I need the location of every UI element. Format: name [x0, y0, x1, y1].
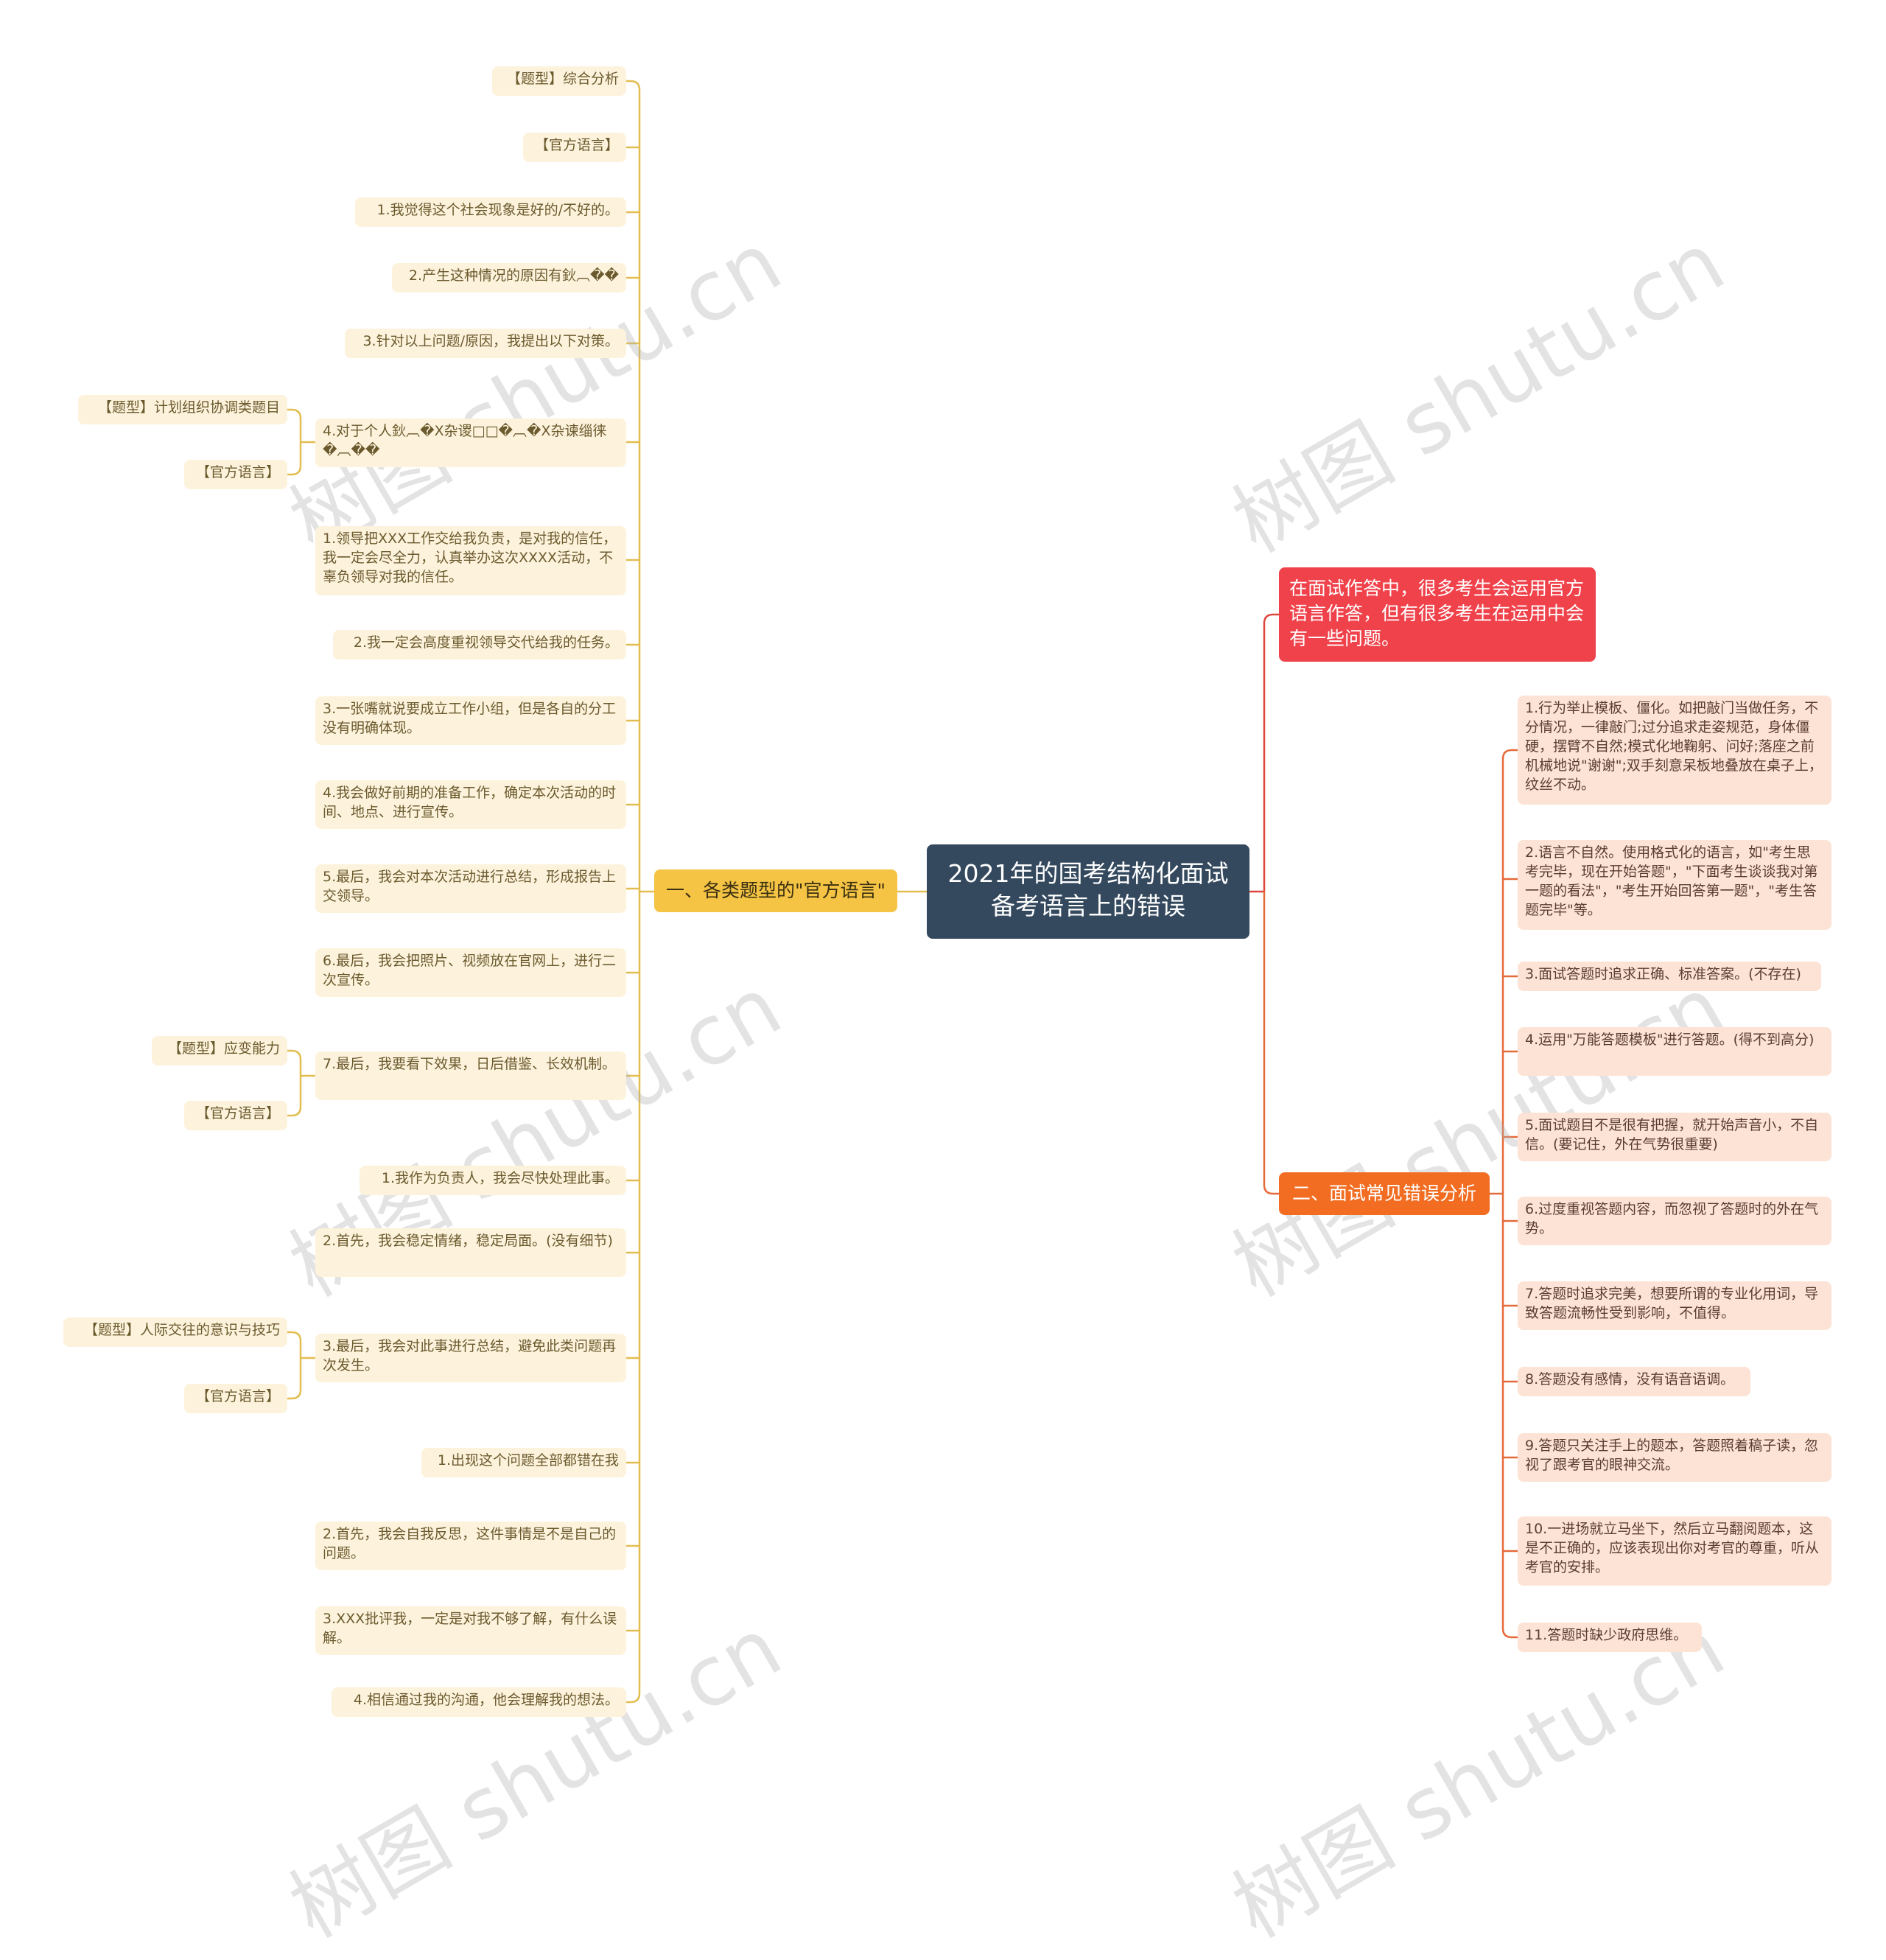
error-item[interactable]: 8.答题没有感情，没有语音语调。: [1518, 1367, 1750, 1396]
list-item[interactable]: 1.出现这个问题全部都错在我: [421, 1448, 626, 1477]
error-item[interactable]: 9.答题只关注手上的题本，答题照着稿子读，忽视了跟考官的眼神交流。: [1518, 1433, 1831, 1482]
list-item[interactable]: 1.我作为负责人，我会尽快处理此事。: [360, 1166, 626, 1195]
list-item[interactable]: 4.相信通过我的沟通，他会理解我的想法。: [332, 1687, 626, 1717]
list-item[interactable]: 2.产生这种情况的原因有鈥︹��: [392, 263, 626, 293]
intro-note[interactable]: 在面试作答中，很多考生会运用官方语言作答，但有很多考生在运用中会有一些问题。: [1279, 567, 1596, 662]
branch-official-language[interactable]: 一、各类题型的"官方语言": [654, 869, 897, 912]
list-item[interactable]: 3.XXX批评我，一定是对我不够了解，有什么误解。: [315, 1606, 626, 1655]
error-item[interactable]: 10.一进场就立马坐下，然后立马翻阅题本，这是不正确的，应该表现出你对考官的尊重…: [1518, 1516, 1831, 1586]
error-item[interactable]: 2.语言不自然。使用格式化的语言，如"考生思考完毕，现在开始答题"，"下面考生谈…: [1518, 840, 1831, 930]
list-item[interactable]: 【官方语言】: [523, 133, 626, 162]
error-item[interactable]: 5.面试题目不是很有把握，就开始声音小，不自信。(要记住，外在气势很重要): [1518, 1113, 1831, 1161]
error-item[interactable]: 4.运用"万能答题模板"进行答题。(得不到高分): [1518, 1027, 1831, 1076]
branch-common-errors[interactable]: 二、面试常见错误分析: [1279, 1172, 1490, 1215]
list-item[interactable]: 2.首先，我会稳定情绪，稳定局面。(没有细节): [315, 1228, 626, 1277]
list-item[interactable]: 3.一张嘴就说要成立工作小组，但是各自的分工没有明确体现。: [315, 696, 626, 745]
list-item[interactable]: 7.最后，我要看下效果，日后借鉴、长效机制。: [315, 1051, 626, 1100]
list-item[interactable]: 2.我一定会高度重视领导交代给我的任务。: [333, 630, 626, 659]
list-item[interactable]: 6.最后，我会把照片、视频放在官网上，进行二次宣传。: [315, 948, 626, 997]
sub-item[interactable]: 【题型】计划组织协调类题目: [78, 395, 287, 424]
sub-item[interactable]: 【官方语言】: [184, 1384, 287, 1413]
sub-item[interactable]: 【题型】人际交往的意识与技巧: [63, 1317, 287, 1347]
list-item[interactable]: 4.对于个人鈥︹�X杂谡□□�︹�X杂谏缁徕�︹��: [315, 419, 626, 467]
list-item[interactable]: 2.首先，我会自我反思，这件事情是不是自己的问题。: [315, 1522, 626, 1570]
error-item[interactable]: 11.答题时缺少政府思维。: [1518, 1623, 1702, 1652]
central-topic[interactable]: 2021年的国考结构化面试备考语言上的错误: [927, 844, 1249, 939]
list-item[interactable]: 5.最后，我会对本次活动进行总结，形成报告上交领导。: [315, 864, 626, 913]
error-item[interactable]: 1.行为举止模板、僵化。如把敲门当做任务，不分情况，一律敲门;过分追求走姿规范，…: [1518, 696, 1831, 805]
list-item[interactable]: 3.针对以上问题/原因，我提出以下对策。: [345, 329, 626, 358]
sub-item[interactable]: 【题型】应变能力: [152, 1036, 287, 1065]
list-item[interactable]: 1.我觉得这个社会现象是好的/不好的。: [355, 197, 626, 227]
list-item[interactable]: 1.领导把XXX工作交给我负责，是对我的信任，我一定会尽全力，认真举办这次XXX…: [315, 526, 626, 595]
list-item[interactable]: 【题型】综合分析: [492, 66, 626, 96]
sub-item[interactable]: 【官方语言】: [184, 1101, 287, 1130]
list-item[interactable]: 3.最后，我会对此事进行总结，避免此类问题再次发生。: [315, 1334, 626, 1382]
error-item[interactable]: 7.答题时追求完美，想要所谓的专业化用词，导致答题流畅性受到影响，不值得。: [1518, 1281, 1831, 1330]
error-item[interactable]: 3.面试答题时追求正确、标准答案。(不存在): [1518, 962, 1821, 991]
error-item[interactable]: 6.过度重视答题内容，而忽视了答题时的外在气势。: [1518, 1197, 1831, 1245]
list-item[interactable]: 4.我会做好前期的准备工作，确定本次活动的时间、地点、进行宣传。: [315, 780, 626, 829]
sub-item[interactable]: 【官方语言】: [184, 460, 287, 489]
connector-lines: [286, 80, 1519, 1704]
